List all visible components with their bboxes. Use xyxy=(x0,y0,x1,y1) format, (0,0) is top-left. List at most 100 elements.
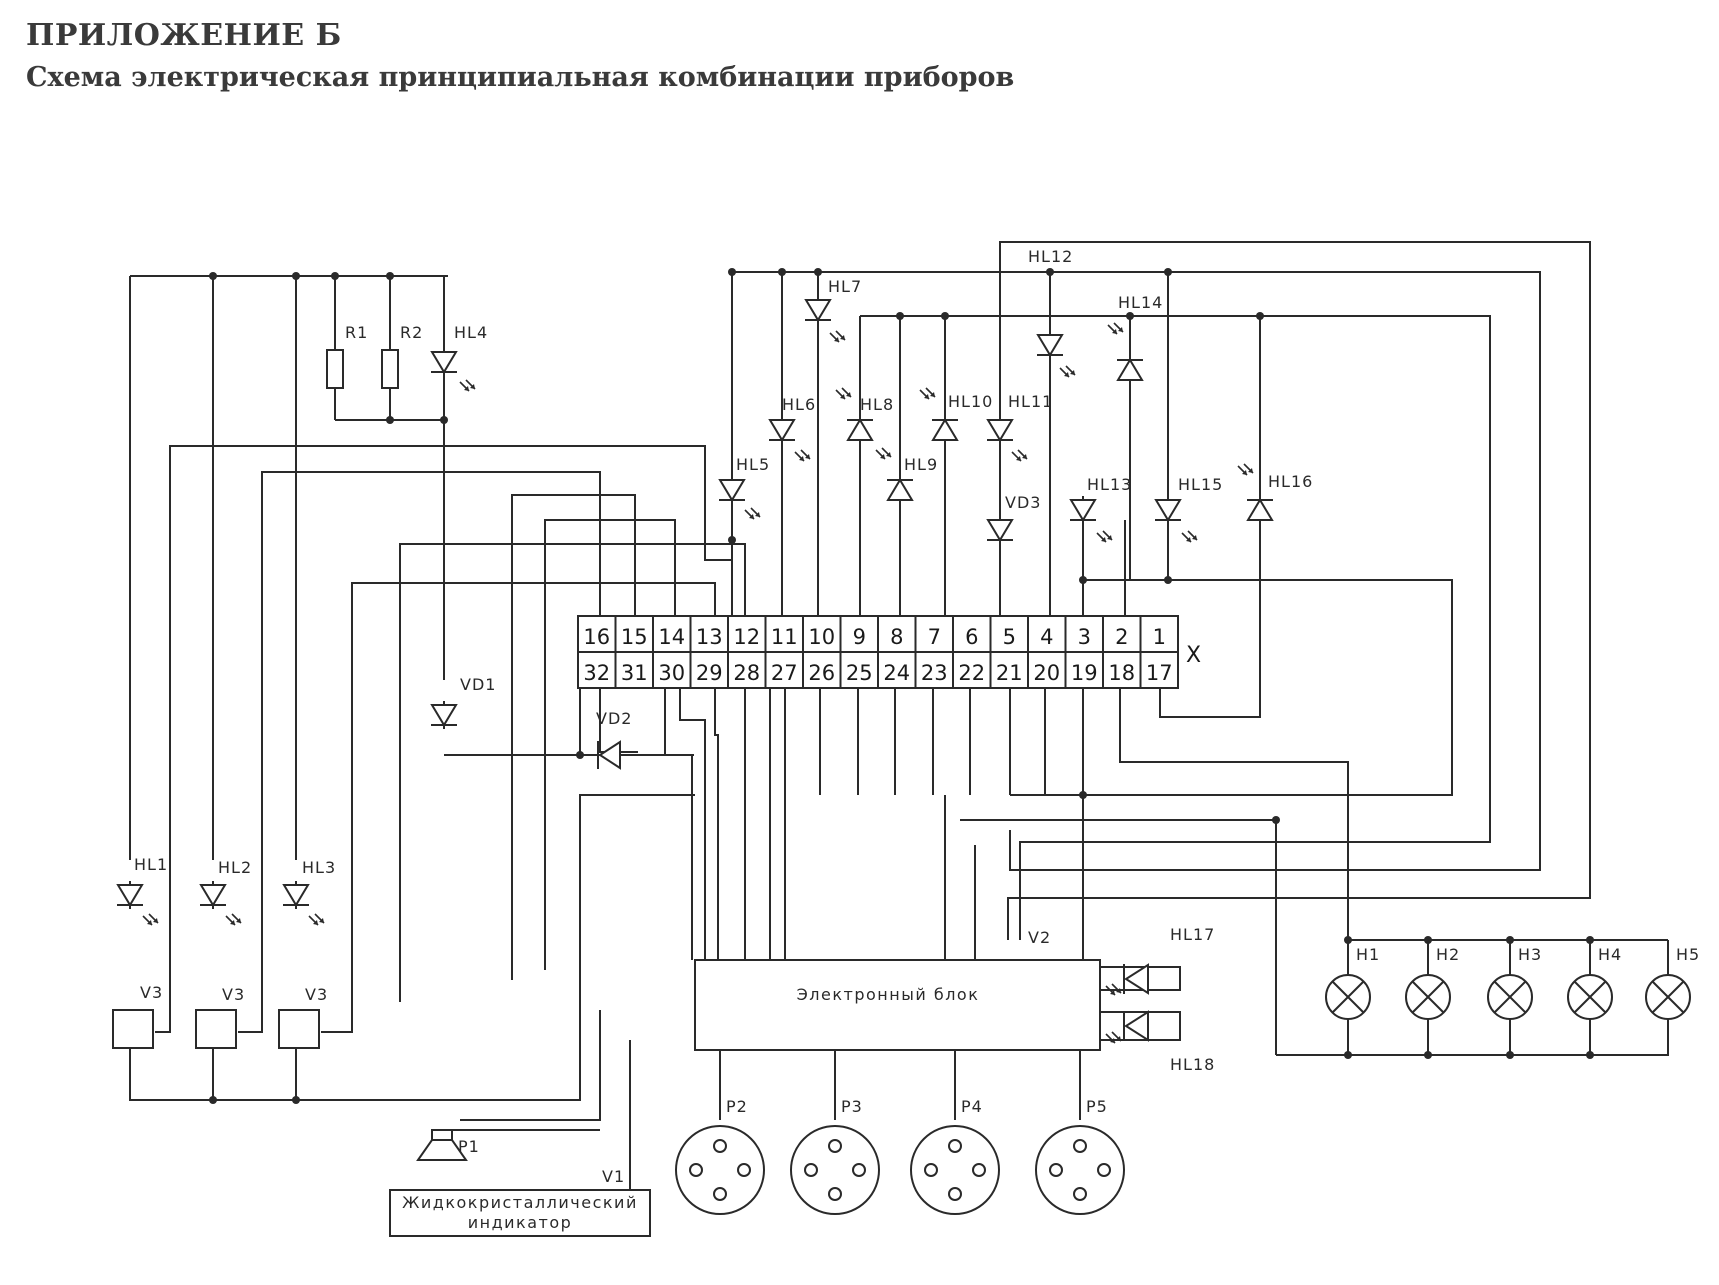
svg-text:H1: H1 xyxy=(1356,945,1380,964)
svg-text:HL18: HL18 xyxy=(1170,1055,1215,1074)
connector-pin: 24 xyxy=(883,661,910,685)
connector-pin: 6 xyxy=(965,625,978,649)
gauge-p5: P5 xyxy=(1035,1097,1125,1215)
connector-pin: 11 xyxy=(771,625,798,649)
lamp-h5: H5 xyxy=(1645,940,1700,1055)
resistor-r2: R2 xyxy=(381,323,423,389)
connector-pin: 32 xyxy=(583,661,610,685)
led-hl15: HL15 xyxy=(1154,475,1223,543)
connector-pin: 26 xyxy=(808,661,835,685)
svg-text:V3: V3 xyxy=(305,985,328,1004)
svg-text:VD3: VD3 xyxy=(1005,493,1041,512)
svg-text:HL13: HL13 xyxy=(1087,475,1132,494)
svg-text:HL8: HL8 xyxy=(860,395,894,414)
svg-text:H3: H3 xyxy=(1518,945,1542,964)
connector-pin: 22 xyxy=(958,661,985,685)
connector-pin: 12 xyxy=(733,625,760,649)
svg-text:HL1: HL1 xyxy=(134,855,168,874)
led-hl9: HL9 xyxy=(875,447,938,501)
svg-text:HL4: HL4 xyxy=(454,323,488,342)
diode-vd2: VD2 xyxy=(596,709,632,770)
svg-text:HL3: HL3 xyxy=(302,858,336,877)
diode-vd3: VD3 xyxy=(986,493,1041,545)
gauges-row: P2 P3 P4 P5 xyxy=(675,1097,1125,1215)
svg-text:H4: H4 xyxy=(1598,945,1622,964)
svg-text:P2: P2 xyxy=(726,1097,748,1116)
connector-pin: 19 xyxy=(1071,661,1098,685)
connector-pin: 31 xyxy=(621,661,648,685)
connector-pin: 23 xyxy=(921,661,948,685)
svg-text:P3: P3 xyxy=(841,1097,863,1116)
connector-pin: 15 xyxy=(621,625,648,649)
gauge-p4: P4 xyxy=(910,1097,1000,1215)
led-hl16: HL16 xyxy=(1237,463,1313,521)
led-hl6: HL6 xyxy=(768,395,816,462)
led-hl5: HL5 xyxy=(718,455,770,520)
svg-text:P5: P5 xyxy=(1086,1097,1108,1116)
page-title: ПРИЛОЖЕНИЕ Б xyxy=(26,18,342,53)
svg-text:V1: V1 xyxy=(602,1167,625,1186)
svg-text:HL16: HL16 xyxy=(1268,472,1313,491)
svg-text:HL5: HL5 xyxy=(736,455,770,474)
svg-text:P1: P1 xyxy=(458,1137,480,1156)
lamps-row: H1 H2 H3 H4 H5 xyxy=(1325,940,1700,1055)
svg-text:HL17: HL17 xyxy=(1170,925,1215,944)
lamp-h3: H3 xyxy=(1487,940,1542,1055)
resistor-r1: R1 xyxy=(326,323,368,389)
connector-pin: 7 xyxy=(928,625,941,649)
led-hl10: HL10 xyxy=(919,387,993,441)
svg-text:HL12: HL12 xyxy=(1028,247,1073,266)
led-hl11: HL11 xyxy=(986,392,1053,462)
led-hl17: HL17 xyxy=(1105,925,1215,996)
connector-pin: 30 xyxy=(658,661,685,685)
lamp-h4: H4 xyxy=(1567,940,1622,1055)
svg-text:HL11: HL11 xyxy=(1008,392,1053,411)
lcd-indicator: Жидкокристаллический индикатор V1 xyxy=(389,1167,651,1237)
svg-text:HL7: HL7 xyxy=(828,277,862,296)
connector-pin: 9 xyxy=(853,625,866,649)
svg-text:VD2: VD2 xyxy=(596,709,632,728)
diode-vd1: VD1 xyxy=(430,675,495,730)
led-hl1: HL1 xyxy=(116,855,168,926)
connector-pin: 8 xyxy=(890,625,903,649)
svg-text:R1: R1 xyxy=(345,323,368,342)
lamp-h1: H1 xyxy=(1325,940,1380,1055)
connector-pin: 10 xyxy=(808,625,835,649)
svg-text:HL2: HL2 xyxy=(218,858,252,877)
led-hl3: HL3 xyxy=(282,858,336,926)
svg-text:H2: H2 xyxy=(1436,945,1460,964)
led-hl4: HL4 xyxy=(430,323,488,392)
connector-pin: 20 xyxy=(1033,661,1060,685)
connector-pin: 28 xyxy=(733,661,760,685)
top-wiring xyxy=(129,241,1591,1033)
svg-text:HL10: HL10 xyxy=(948,392,993,411)
led-hl12: HL12 xyxy=(1028,247,1076,378)
svg-text:H5: H5 xyxy=(1676,945,1700,964)
gauge-p3: P3 xyxy=(790,1097,880,1215)
connector-pin: 13 xyxy=(696,625,723,649)
lamp-h2: H2 xyxy=(1405,940,1460,1055)
led-hl7: HL7 xyxy=(804,277,862,343)
svg-text:HL15: HL15 xyxy=(1178,475,1223,494)
buzzer-p1: P1 xyxy=(416,1129,600,1161)
connector-pin: 3 xyxy=(1078,625,1091,649)
led-hl2: HL2 xyxy=(199,858,252,926)
lower-wiring xyxy=(129,688,1669,1190)
svg-text:R2: R2 xyxy=(400,323,423,342)
connector-pin: 18 xyxy=(1108,661,1135,685)
connector-pin: 5 xyxy=(1003,625,1016,649)
connector-pin: 4 xyxy=(1040,625,1053,649)
svg-text:HL6: HL6 xyxy=(782,395,816,414)
svg-text:Электронный блок: Электронный блок xyxy=(797,985,980,1004)
electronic-unit: Электронный блок V2 xyxy=(694,928,1101,1051)
connector-pin: 1 xyxy=(1153,625,1166,649)
led-hl18: HL18 xyxy=(1105,1010,1215,1074)
gauge-p2: P2 xyxy=(675,1097,765,1215)
svg-text:HL14: HL14 xyxy=(1118,293,1163,312)
led-hl13: HL13 xyxy=(1069,475,1132,543)
led-hl14: HL14 xyxy=(1107,293,1163,381)
svg-text:HL9: HL9 xyxy=(904,455,938,474)
page-subtitle: Схема электрическая принципиальная комби… xyxy=(26,62,1015,93)
